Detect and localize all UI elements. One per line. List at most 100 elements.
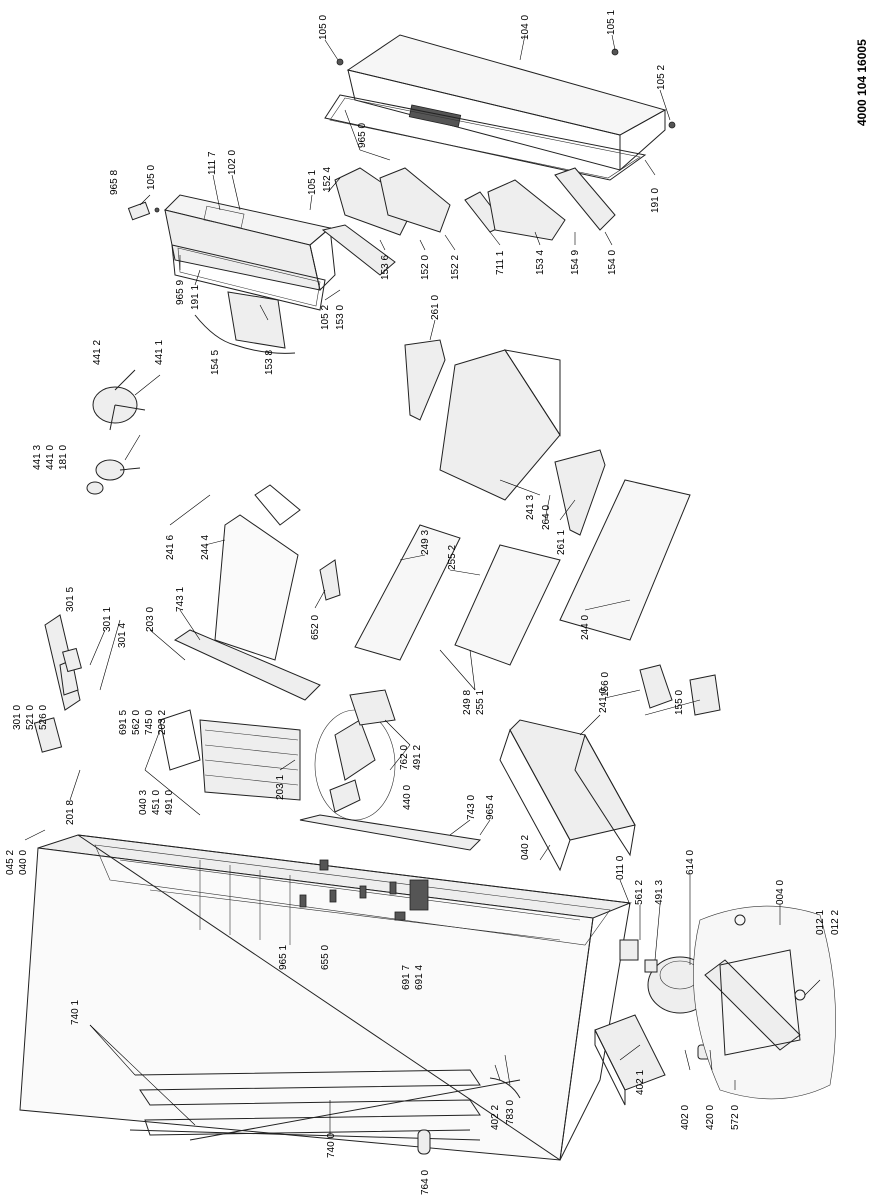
label-191-1: 191 1 [190, 285, 201, 310]
label-201-8: 201 8 [65, 800, 76, 825]
label-441-3: 441 3 [32, 445, 43, 470]
label-783-0: 783 0 [505, 1100, 516, 1125]
label-153-8: 153 8 [264, 350, 275, 375]
label-104-0: 104 0 [520, 15, 531, 40]
label-012-2: 012 2 [830, 910, 841, 935]
label-561-2: 561 2 [634, 880, 645, 905]
label-451-0: 451 0 [151, 790, 162, 815]
label-261-1: 261 1 [556, 530, 567, 555]
part-764-0 [417, 1129, 431, 1155]
label-711-1: 711 1 [495, 250, 506, 275]
label-965-1: 965 1 [278, 945, 289, 970]
label-740-0: 740 0 [326, 1133, 337, 1158]
label-691-4: 691 4 [414, 965, 425, 990]
label-004-0: 004 0 [775, 880, 786, 905]
label-740-1: 740 1 [70, 1000, 81, 1025]
label-402-1: 402 1 [635, 1070, 646, 1095]
door-104-0 [324, 34, 676, 181]
label-255-1: 255 1 [475, 690, 486, 715]
label-241-0: 241 0 [598, 688, 609, 713]
document-code: 4000 104 16005 [855, 39, 869, 126]
door-102-0 [127, 194, 336, 354]
label-152-2: 152 2 [450, 255, 461, 280]
label-764-0: 764 0 [420, 1170, 431, 1195]
label-965-4: 965 4 [485, 795, 496, 820]
evaporator-assembly [159, 629, 321, 801]
shelf-249-8 [354, 524, 461, 661]
label-155-0: 155 0 [674, 690, 685, 715]
label-040-3: 040 3 [138, 790, 149, 815]
air-duct-743-0 [299, 814, 482, 851]
label-153-6: 153 6 [380, 255, 391, 280]
label-655-0: 655 0 [320, 945, 331, 970]
label-965-9: 965 9 [175, 280, 186, 305]
label-203-2: 203 2 [157, 710, 168, 735]
label-402-2: 402 2 [490, 1105, 501, 1130]
label-203-1: 203 1 [275, 775, 286, 800]
label-521-0: 521 0 [25, 705, 36, 730]
crisper-drawer-241-3 [404, 339, 606, 536]
label-562-0: 562 0 [131, 710, 142, 735]
label-203-0: 203 0 [145, 607, 156, 632]
label-491-0: 491 0 [164, 790, 175, 815]
label-191-0-a: 191 0 [650, 188, 661, 213]
label-181-0: 181 0 [58, 445, 69, 470]
label-045-2: 045 2 [5, 850, 16, 875]
part-155-0 [689, 674, 721, 716]
label-261-0: 261 0 [430, 295, 441, 320]
label-691-7: 691 7 [401, 965, 412, 990]
label-154-0: 154 0 [607, 250, 618, 275]
label-301-5: 301 5 [65, 587, 76, 612]
label-743-0: 743 0 [466, 795, 477, 820]
label-156-0: 156 0 [600, 672, 611, 697]
label-244-0: 244 0 [580, 615, 591, 640]
part-labels: 105 0 104 0 105 1 105 2 965 0 191 0 965 … [5, 10, 841, 1195]
shelf-244-4 [214, 484, 301, 661]
leader-lines [24, 34, 821, 1135]
label-301-1: 301 1 [102, 607, 113, 632]
label-491-2: 491 2 [412, 745, 423, 770]
document-code-text: 4000 104 16005 [855, 39, 869, 126]
label-762-0: 762 0 [399, 745, 410, 770]
label-652-0: 652 0 [310, 615, 321, 640]
fan-assembly-441 [86, 369, 146, 495]
label-153-0: 153 0 [335, 305, 346, 330]
base-plate-004-0 [693, 905, 836, 1100]
label-105-0-b: 105 0 [146, 165, 157, 190]
label-965-0-a: 965 0 [357, 123, 368, 148]
label-040-2: 040 2 [520, 835, 531, 860]
label-241-3: 241 3 [525, 495, 536, 520]
control-panel-301 [33, 614, 82, 753]
label-441-2: 441 2 [92, 340, 103, 365]
freezer-drawer-241-0 [499, 719, 636, 872]
label-152-4: 152 4 [322, 167, 333, 192]
shelf-244-0 [559, 479, 691, 641]
label-154-5: 154 5 [210, 350, 221, 375]
label-105-0-a: 105 0 [318, 15, 329, 40]
label-040-0: 040 0 [18, 850, 29, 875]
door-bins [321, 167, 616, 276]
shelf-255-1 [454, 544, 561, 666]
label-441-1: 441 1 [154, 340, 165, 365]
label-244-4: 244 4 [200, 535, 211, 560]
label-420-0: 420 0 [705, 1105, 716, 1130]
label-526-0: 526 0 [38, 705, 49, 730]
label-440-0: 440 0 [402, 785, 413, 810]
label-255-2: 255 2 [447, 545, 458, 570]
label-105-2-b: 105 2 [320, 305, 331, 330]
label-105-1-a: 105 1 [606, 10, 617, 35]
label-491-3: 491 3 [654, 880, 665, 905]
label-965-8: 965 8 [109, 170, 120, 195]
label-152-0: 152 0 [420, 255, 431, 280]
ice-tray-440-0 [314, 689, 396, 821]
label-105-2-a: 105 2 [656, 65, 667, 90]
label-301-4: 301 4 [117, 623, 128, 648]
label-249-3: 249 3 [420, 530, 431, 555]
label-402-0: 402 0 [680, 1105, 691, 1130]
label-011-0: 011 0 [615, 855, 626, 880]
label-745-0: 745 0 [144, 710, 155, 735]
label-264-0: 264 0 [541, 505, 552, 530]
label-241-6: 241 6 [165, 535, 176, 560]
label-153-4: 153 4 [535, 250, 546, 275]
